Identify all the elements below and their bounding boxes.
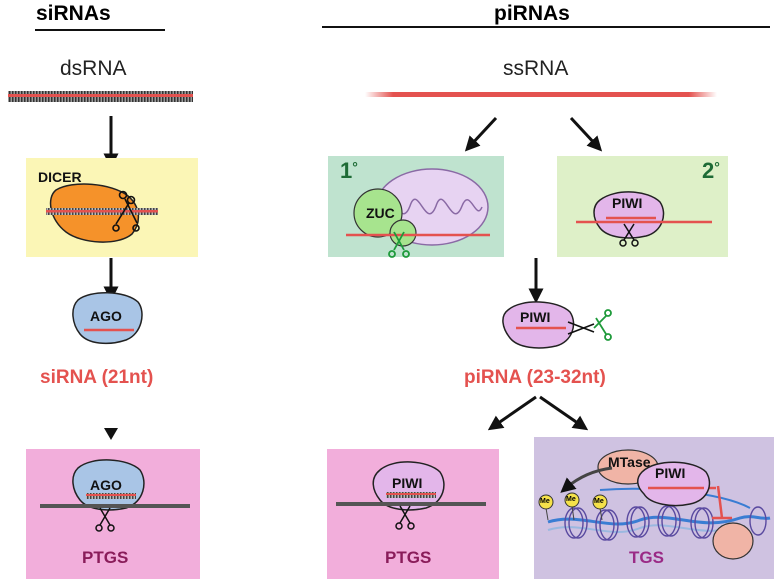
piwi-tgs-complex <box>637 461 711 507</box>
arrow-pirna-to-tgs <box>539 395 589 431</box>
secondary-number: 2° <box>702 158 720 183</box>
piwi-secondary-label: PIWI <box>612 195 643 211</box>
zuc-label: ZUC <box>366 205 395 221</box>
scissors-icon <box>112 190 140 232</box>
arrow-ssrna-to-secondary <box>569 116 603 152</box>
ssrna-strand <box>365 92 717 97</box>
piwi-tgs-label: PIWI <box>655 465 686 481</box>
scissors-icon <box>619 223 639 247</box>
ago-label: AGO <box>90 308 122 324</box>
piwi-ping-pong-complex <box>576 191 712 247</box>
arrow-pirna-to-ptgs <box>487 395 537 431</box>
ago-ptgs-label: AGO <box>90 477 122 493</box>
mtase-label: MTase <box>608 454 651 470</box>
ptgs-right-label: PTGS <box>385 548 432 567</box>
rna-polymerase <box>712 522 754 560</box>
primary-number: 1° <box>340 158 358 183</box>
scissors-icon <box>95 507 115 532</box>
scissors-icon <box>388 231 410 258</box>
piwi-ptgs-label: PIWI <box>392 475 423 491</box>
dicer-complex <box>46 183 158 243</box>
me-label-1: Me <box>540 498 550 505</box>
methylation-arrow <box>560 466 613 493</box>
scissors-icon <box>395 505 415 530</box>
me-label-2: Me <box>566 496 576 503</box>
ssrna-label: ssRNA <box>503 57 569 80</box>
dsrna-label: dsRNA <box>60 57 127 80</box>
methyl-marks <box>538 492 608 521</box>
piwi-mature-label: PIWI <box>520 309 551 325</box>
pirna-product-label: piRNA (23-32nt) <box>464 367 606 388</box>
piwi-target-complex <box>336 461 486 530</box>
tgs-label: TGS <box>629 548 664 567</box>
ptgs-left-label: PTGS <box>82 548 129 567</box>
mature-piwi-complex <box>502 301 612 349</box>
me-label-3: Me <box>594 498 604 505</box>
ago-complex <box>72 292 143 345</box>
scissors-icon <box>567 321 595 335</box>
pirnas-header: piRNAs <box>494 2 570 25</box>
ago-target-complex <box>40 459 190 532</box>
sirna-product-label: siRNA (21nt) <box>40 367 154 388</box>
dicer-label: DICER <box>38 169 82 185</box>
arrow-ssrna-to-primary <box>464 116 498 152</box>
sirnas-header: siRNAs <box>36 2 111 25</box>
scissors-icon <box>593 309 612 341</box>
zuc-enzyme <box>346 188 490 258</box>
